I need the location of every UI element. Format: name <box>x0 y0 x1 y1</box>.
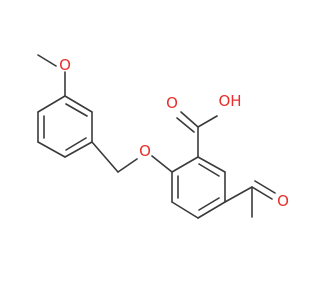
bond-ch2-etherO <box>117 158 138 173</box>
bond-ringB-6 <box>171 156 199 173</box>
structure-diagram: O O O OH O <box>37 54 289 219</box>
bond-ringA-1 <box>64 95 93 113</box>
atom-labels: O O O OH O <box>59 56 289 210</box>
atom-acid-carbonyl-O: O <box>166 94 178 112</box>
atom-ether-O: O <box>139 142 151 160</box>
bond-ringA-1-inner <box>65 103 88 117</box>
bond-acidC-OH <box>197 115 218 128</box>
atom-methoxy-O: O <box>59 56 71 74</box>
bond-ringA-4 <box>37 141 66 158</box>
bond-ringB-5-inner <box>198 163 220 177</box>
bond-ringA-6 <box>37 95 66 113</box>
bond-ringB-5 <box>197 156 226 173</box>
bond-acetylC-O-double-a <box>251 186 273 200</box>
atom-acid-OH: OH <box>218 92 241 110</box>
bond-ringB-3-inner <box>198 197 220 211</box>
bond-ring-ch2 <box>91 141 119 173</box>
molecule-drawing: O O O OH O <box>37 54 289 219</box>
bonds <box>37 54 276 219</box>
bond-ringA-3-inner <box>65 137 87 151</box>
bond-ringB-2 <box>171 201 199 219</box>
bond-ring-acetylC <box>224 186 253 203</box>
bond-ringB-3 <box>197 201 226 219</box>
bond-acidC-O-double-b <box>176 117 195 133</box>
atom-ketone-O: O <box>277 192 289 210</box>
bond-acetylC-O-double-b <box>254 180 276 194</box>
bond-acidC-O-double-a <box>180 111 199 128</box>
bond-ringA-3 <box>64 141 93 158</box>
bond-etherO-ring <box>151 155 173 173</box>
bond-methyl-methoxy <box>37 54 57 67</box>
